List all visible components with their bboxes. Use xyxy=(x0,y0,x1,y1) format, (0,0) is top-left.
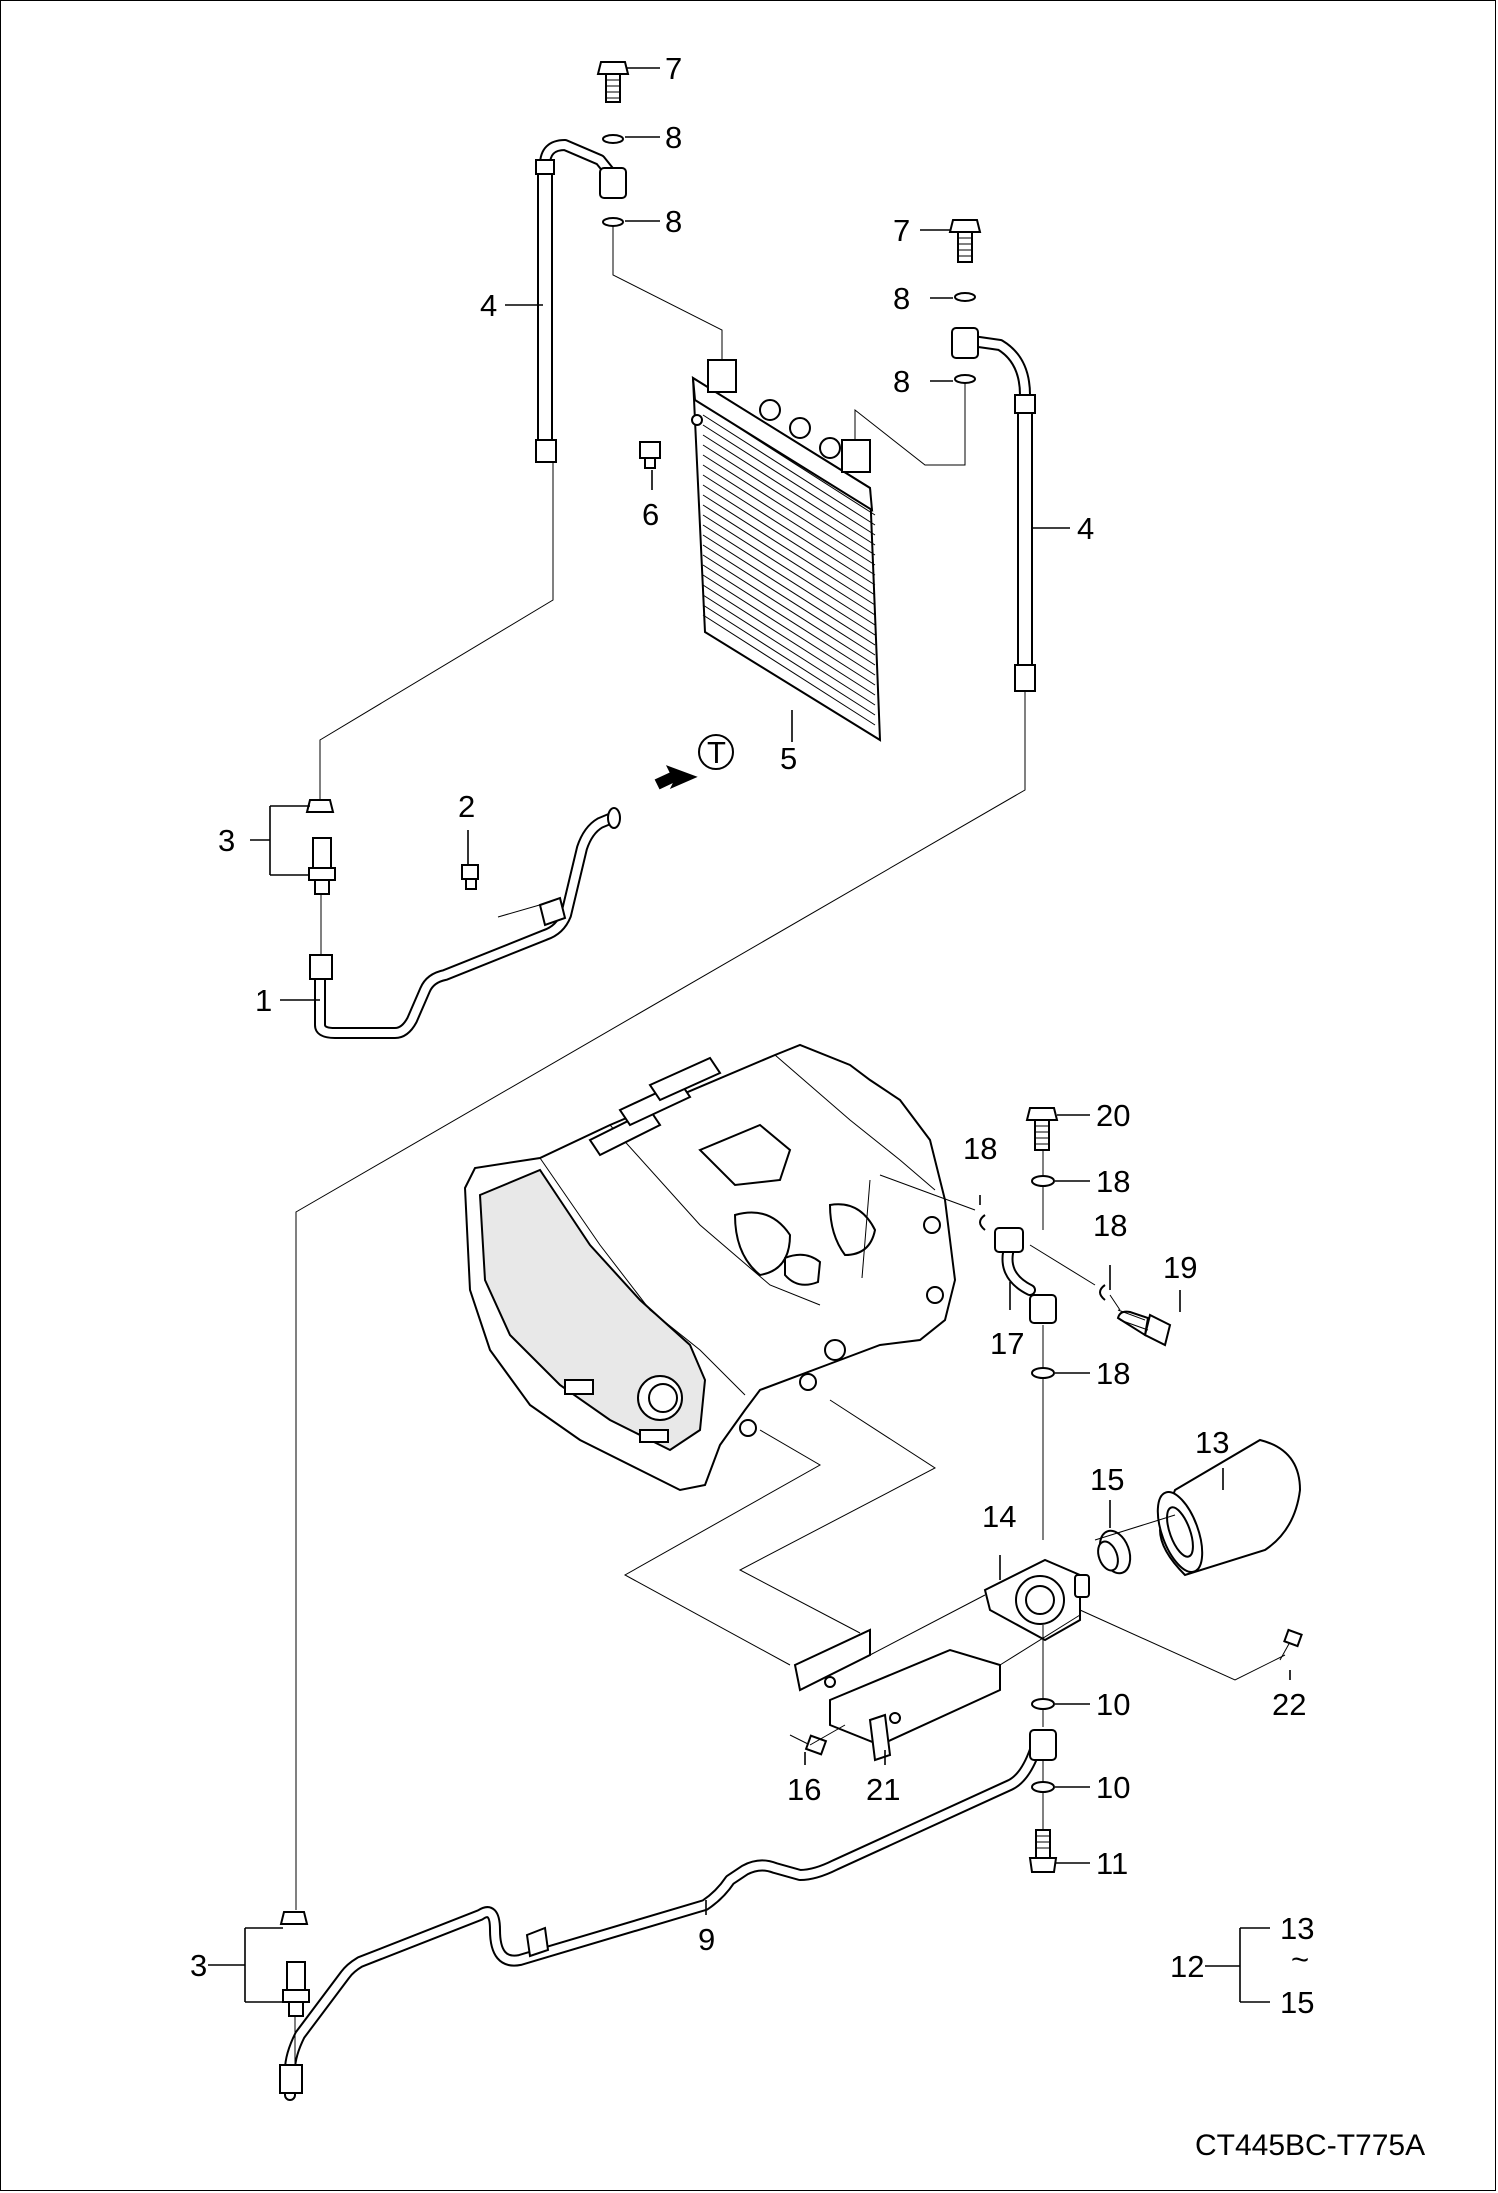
drawing-code: CT445BC-T775A xyxy=(1195,2129,1425,2162)
callout-9: 9 xyxy=(698,1922,715,1957)
transmission-housing xyxy=(463,1043,957,1492)
hose-right xyxy=(959,334,1036,692)
hose-left xyxy=(535,139,618,463)
leader-lines xyxy=(208,67,1291,2003)
routing-lines xyxy=(294,225,1286,2065)
callout-labels: 7 8 8 4 7 8 8 6 4 5 T 2 3 1 18 20 18 18 … xyxy=(190,51,1314,2020)
callout-18: 18 xyxy=(963,1131,997,1166)
callout-10: 10 xyxy=(1096,1770,1130,1805)
cooler-bolt xyxy=(639,441,661,469)
callout-18: 18 xyxy=(1096,1356,1130,1391)
banjo-fitting-top-left xyxy=(599,134,627,227)
callout-20: 20 xyxy=(1096,1098,1130,1133)
arrow-T xyxy=(654,734,734,790)
callout-18: 18 xyxy=(1096,1164,1130,1199)
callout-6: 6 xyxy=(642,497,659,532)
callout-7: 7 xyxy=(665,51,682,86)
callout-4: 4 xyxy=(480,288,497,323)
callout-8: 8 xyxy=(893,364,910,399)
pipe-clamp-bolt xyxy=(461,864,567,927)
callout-8: 8 xyxy=(665,204,682,239)
callout-15: 15 xyxy=(1090,1462,1124,1497)
callout-13: 13 xyxy=(1195,1425,1229,1460)
callout-4: 4 xyxy=(1077,511,1094,546)
filter-head xyxy=(983,1558,1090,1642)
callout-3: 3 xyxy=(190,1948,207,1983)
banjo-fitting-lower xyxy=(1029,1698,1057,1793)
callout-22: 22 xyxy=(1272,1687,1306,1722)
filter-adapter xyxy=(1097,1529,1132,1575)
callout-11: 11 xyxy=(1096,1846,1128,1881)
callout-8: 8 xyxy=(893,281,910,316)
banjo-bolt-20 xyxy=(1025,1107,1059,1151)
tube-17 xyxy=(994,1227,1057,1324)
callout-1: 1 xyxy=(255,983,272,1018)
callout-10: 10 xyxy=(1096,1687,1130,1722)
callout-14: 14 xyxy=(982,1499,1016,1534)
bolt-11 xyxy=(1028,1829,1058,1873)
bolt-19 xyxy=(1116,1309,1172,1347)
callout-T: T xyxy=(707,735,726,770)
callout-21: 21 xyxy=(866,1772,900,1807)
callout-12: 12 xyxy=(1170,1949,1204,1984)
callout-12-range-end: 15 xyxy=(1280,1985,1314,2020)
callout-17: 17 xyxy=(990,1326,1024,1361)
connector-lower xyxy=(279,1911,310,2017)
callout-19: 19 xyxy=(1163,1250,1197,1285)
callout-8: 8 xyxy=(665,120,682,155)
callout-18: 18 xyxy=(1093,1208,1127,1243)
callout-2: 2 xyxy=(458,789,475,824)
callout-5: 5 xyxy=(780,741,797,776)
oil-filter xyxy=(1156,1438,1302,1577)
connector-upper xyxy=(305,799,336,895)
pipe-upper xyxy=(309,807,621,1039)
oil-cooler xyxy=(691,359,882,742)
callout-3: 3 xyxy=(218,823,235,858)
callout-12-range-tilde: ~ xyxy=(1291,1942,1309,1977)
callout-16: 16 xyxy=(787,1772,821,1807)
bracket xyxy=(793,1628,1001,1762)
callout-7: 7 xyxy=(893,213,910,248)
bolt-22 xyxy=(1279,1628,1303,1661)
banjo-bolt-top-left xyxy=(596,61,630,103)
callout-12-range-start: 13 xyxy=(1280,1911,1314,1946)
pipe-lower xyxy=(279,1744,1041,2101)
banjo-bolt-top-right xyxy=(948,219,982,263)
banjo-fitting-top-right xyxy=(951,292,979,384)
bolt-16 xyxy=(789,1734,828,1756)
